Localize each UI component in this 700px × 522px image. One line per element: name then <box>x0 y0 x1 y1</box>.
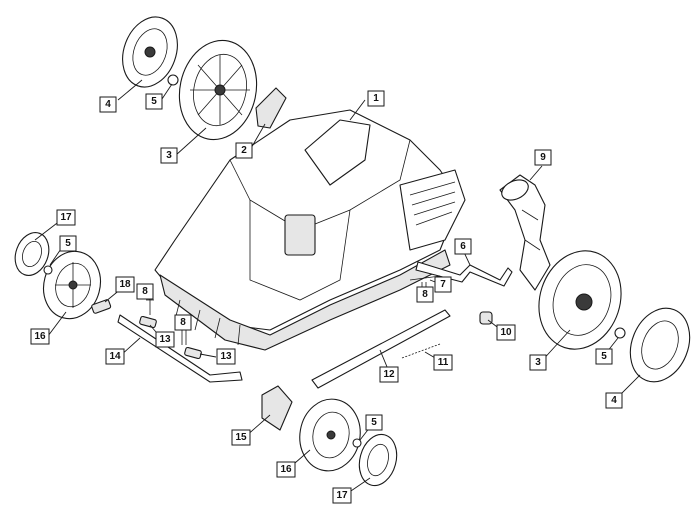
svg-text:18: 18 <box>119 279 131 290</box>
svg-text:10: 10 <box>500 327 512 338</box>
screw-left-bottom <box>181 330 187 345</box>
svg-text:1: 1 <box>373 93 379 104</box>
callout-18: 18 <box>115 276 135 293</box>
washer-top <box>167 74 179 86</box>
wheel-rear-right <box>538 250 622 350</box>
svg-text:5: 5 <box>371 417 377 428</box>
svg-text:5: 5 <box>65 238 71 249</box>
callout-8-right: 8 <box>416 286 434 303</box>
wheel-front-left <box>43 250 101 320</box>
svg-text:17: 17 <box>60 212 72 223</box>
clip-upper <box>139 315 157 329</box>
callout-5-bottom: 5 <box>365 414 383 431</box>
callout-17-bottom: 17 <box>332 487 352 504</box>
svg-text:8: 8 <box>422 289 428 300</box>
svg-text:11: 11 <box>438 357 449 368</box>
hubcap-right <box>629 307 691 383</box>
motor-housing <box>284 214 316 256</box>
svg-text:3: 3 <box>166 150 172 161</box>
callout-11: 11 <box>433 354 453 371</box>
svg-text:8: 8 <box>180 317 186 328</box>
callout-5-left: 5 <box>59 235 77 252</box>
svg-text:3: 3 <box>535 357 541 368</box>
callout-5-right: 5 <box>595 348 613 365</box>
callout-8-left-top: 8 <box>136 283 154 300</box>
svg-text:4: 4 <box>611 395 617 406</box>
callout-16-bottom: 16 <box>276 461 296 478</box>
svg-text:13: 13 <box>220 351 232 362</box>
callout-9: 9 <box>534 149 552 166</box>
washer-right <box>614 327 626 339</box>
rear-guard <box>399 169 466 251</box>
callout-10: 10 <box>496 324 516 341</box>
screw-left-top <box>146 299 154 315</box>
svg-text:7: 7 <box>440 279 446 290</box>
svg-text:8: 8 <box>142 286 148 297</box>
svg-text:5: 5 <box>151 96 157 107</box>
front-axle <box>117 314 243 383</box>
callout-14: 14 <box>105 348 125 365</box>
callout-3-top: 3 <box>160 147 178 164</box>
height-rod <box>311 309 451 389</box>
callout-7: 7 <box>434 276 452 293</box>
washer-bottom <box>352 438 362 448</box>
svg-text:4: 4 <box>105 99 111 110</box>
svg-text:13: 13 <box>159 334 171 345</box>
svg-text:17: 17 <box>336 490 348 501</box>
hubcap-top-left <box>122 16 178 88</box>
svg-text:12: 12 <box>383 369 395 380</box>
svg-text:15: 15 <box>235 432 247 443</box>
hubcap-bottom <box>358 433 398 487</box>
svg-text:2: 2 <box>241 145 247 156</box>
handle-bracket <box>304 119 371 186</box>
clip-lower <box>184 346 202 360</box>
small-clip <box>91 299 112 314</box>
front-cover <box>261 385 293 431</box>
callout-2: 2 <box>235 142 253 159</box>
mower-deck <box>154 109 466 351</box>
callout-4-right: 4 <box>605 392 623 409</box>
svg-text:14: 14 <box>109 351 121 362</box>
callout-16-left: 16 <box>30 328 50 345</box>
callout-1: 1 <box>367 90 385 107</box>
wheel-rear-left <box>178 39 258 141</box>
washer-left <box>43 265 53 275</box>
callout-15: 15 <box>231 429 251 446</box>
hubcap-left <box>14 232 50 276</box>
svg-text:16: 16 <box>34 331 46 342</box>
height-adjust-lever <box>499 174 551 291</box>
callout-17-left: 17 <box>56 209 76 226</box>
svg-text:16: 16 <box>280 464 292 475</box>
side-bracket <box>255 87 287 129</box>
callout-13-lower: 13 <box>216 348 236 365</box>
callout-13-upper: 13 <box>155 331 175 348</box>
callout-5-top: 5 <box>145 93 163 110</box>
svg-text:6: 6 <box>460 241 466 252</box>
callout-12: 12 <box>379 366 399 383</box>
callout-6: 6 <box>454 238 472 255</box>
callout-labels: 1 2 3 4 5 5 3 4 5 6 7 8 8 8 9 10 11 12 1… <box>30 90 623 504</box>
callout-3-right: 3 <box>529 354 547 371</box>
rear-axle <box>415 261 513 287</box>
svg-text:9: 9 <box>540 152 546 163</box>
svg-text:5: 5 <box>601 351 607 362</box>
callout-4-top: 4 <box>99 96 117 113</box>
callout-8-left-bottom: 8 <box>174 314 192 331</box>
wheel-front-bottom <box>299 398 361 472</box>
